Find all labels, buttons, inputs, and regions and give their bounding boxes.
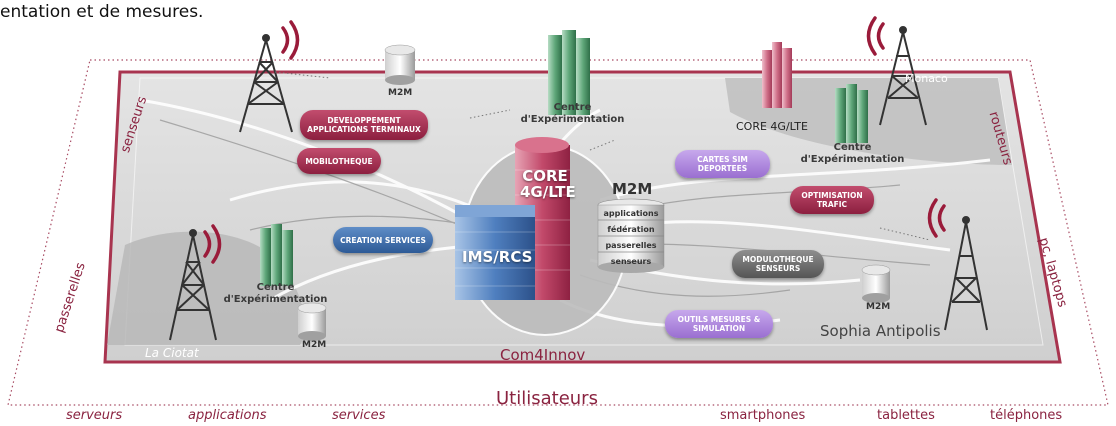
antenna-top-left: [239, 34, 293, 133]
m2m-stack-senseurs: senseurs: [610, 257, 652, 266]
centre-label-line1: Centre: [256, 282, 295, 293]
users-title: Utilisateurs: [496, 388, 598, 409]
bottom-item-serveurs: serveurs: [66, 408, 123, 423]
green-tower-top: [548, 30, 590, 115]
centre-label-line2: d'Expérimentation: [223, 294, 328, 305]
m2m-label-top: M2M: [388, 88, 413, 98]
centre-label-line1: Centre: [833, 142, 872, 153]
antenna-left: [169, 229, 217, 341]
platform-title: Com4Innov: [500, 346, 586, 364]
m2m-stack-applications: applications: [603, 209, 659, 218]
pill-creation-services: CREATION SERVICES: [333, 227, 433, 253]
ims-rcs-label: IMS/RCS: [462, 248, 533, 266]
green-tower-monaco: [835, 84, 868, 143]
m2m-db-sophia: [861, 264, 891, 303]
centre-label-la-ciotat: Centre d'Expérimentation: [213, 282, 338, 306]
la-ciotat-zone: [107, 231, 305, 345]
top-caption: entation et de mesures.: [0, 2, 204, 22]
m2m-db-top: [384, 44, 416, 85]
m2m-db-la-ciotat: [297, 302, 327, 341]
core-monaco-label: CORE 4G/LTE: [736, 120, 808, 133]
bottom-item-smartphones: smartphones: [720, 408, 806, 423]
monaco-zone: [725, 78, 1012, 165]
site-monaco: Monaco: [905, 72, 948, 85]
waves-left: [203, 230, 212, 258]
m2m-stack: [597, 198, 665, 273]
site-sophia: Sophia Antipolis: [820, 322, 941, 340]
core-center-line1: CORE: [522, 167, 568, 185]
bottom-item-tablettes: tablettes: [877, 408, 935, 423]
m2m-stack-federation: fédération: [607, 225, 655, 234]
waves-right: [937, 204, 946, 232]
antenna-top-right: [879, 26, 927, 126]
centre-label-line2: d'Expérimentation: [800, 154, 905, 165]
centre-label-line1: Centre: [553, 102, 592, 113]
core-tower-monaco: [762, 42, 792, 108]
m2m-label-la-ciotat: M2M: [302, 340, 327, 350]
centre-label-top: Centre d'Expérimentation: [510, 102, 635, 126]
pill-mobilotheque: MOBILOTHEQUE: [297, 148, 381, 174]
m2m-stack-passerelles: passerelles: [605, 241, 657, 250]
m2m-label-sophia: M2M: [866, 302, 891, 312]
m2m-title: M2M: [612, 180, 653, 198]
pill-modulotheque: MODULOTHEQUE SENSEURS: [732, 250, 824, 278]
pill-outils: OUTILS MESURES & SIMULATION: [665, 310, 773, 338]
pill-dev-apps: DEVELOPPEMENT APPLICATIONS TERMINAUX: [300, 110, 428, 140]
green-tower-la-ciotat: [260, 224, 293, 286]
ims-rcs-tower: [455, 205, 535, 300]
pill-optimisation: OPTIMISATION TRAFIC: [790, 186, 874, 214]
core-center-label: CORE 4G/LTE: [520, 167, 576, 201]
bottom-item-services: services: [332, 408, 386, 423]
centre-label-line2: d'Expérimentation: [520, 114, 625, 125]
centre-label-monaco: Centre d'Expérimentation: [790, 142, 915, 166]
site-la-ciotat: La Ciotat: [145, 346, 199, 360]
users-dotted-border: [7, 59, 1109, 406]
core-center-line2: 4G/LTE: [520, 183, 576, 201]
bottom-item-telephones: téléphones: [990, 408, 1063, 423]
bottom-item-applications: applications: [188, 408, 267, 423]
pill-cartes-sim: CARTES SIM DEPORTEES: [675, 150, 770, 178]
antenna-right: [944, 216, 988, 331]
waves-top-right: [876, 22, 885, 50]
waves-top-left: [281, 26, 290, 54]
